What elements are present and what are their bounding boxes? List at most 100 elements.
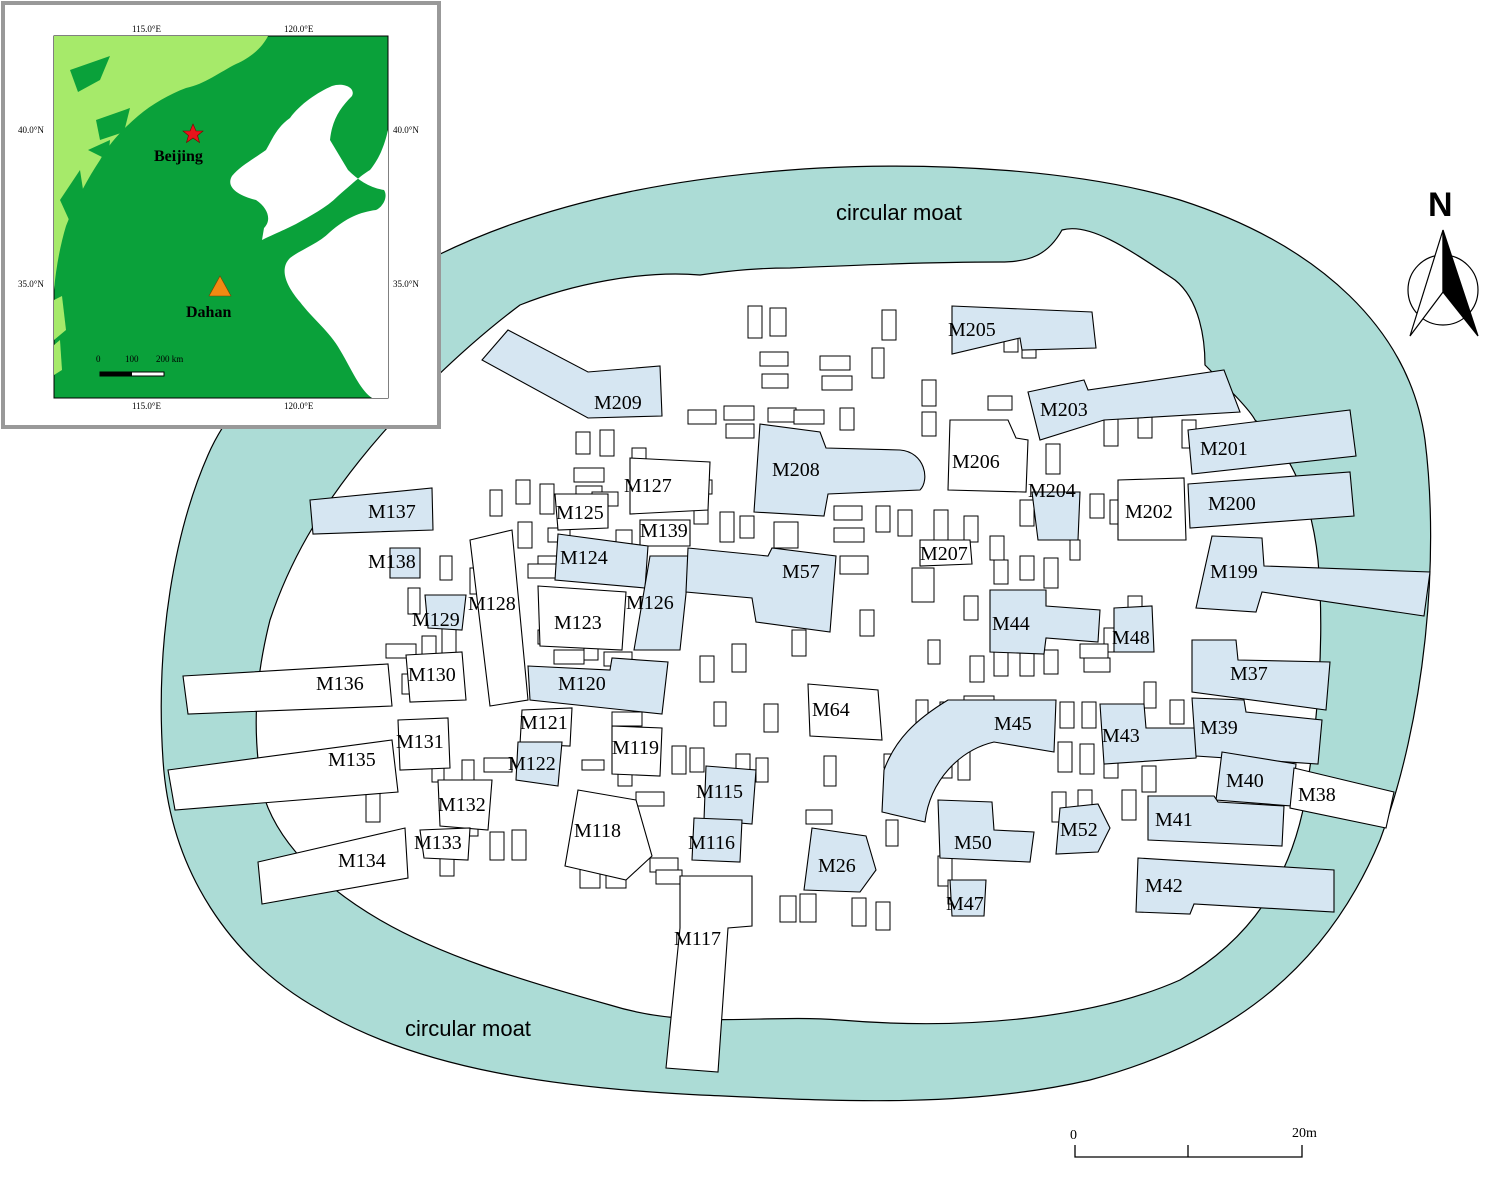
tomb-label-m38: M38 [1298,784,1336,806]
svg-text:0: 0 [1070,1128,1077,1143]
tomb-label-m37: M37 [1230,663,1268,685]
grave-M126 [633,555,691,651]
tomb-label-m124: M124 [560,547,608,569]
small-grave [1019,499,1035,527]
grave-M134 [257,827,409,905]
tomb-label-m138: M138 [368,551,416,573]
grave-M122 [515,741,563,787]
small-grave [599,429,615,457]
tomb-label-m208: M208 [772,459,820,481]
small-grave [871,347,885,379]
tomb-label-m118: M118 [574,820,621,842]
grave-M135 [167,739,399,811]
tomb-label-m129: M129 [412,609,460,631]
tomb-label-m136: M136 [316,673,364,695]
svg-text:120.0°E: 120.0°E [284,24,314,34]
moat-label-north: circular moat [836,200,962,225]
grave-M131 [397,717,451,771]
tomb-label-m115: M115 [696,781,743,803]
small-grave [1043,649,1059,675]
grave-M127 [629,457,711,515]
small-grave [963,515,979,543]
grave-M38 [1289,767,1395,829]
grave-M119 [611,725,663,777]
small-grave [1081,701,1097,729]
grave-M204 [1031,491,1081,541]
grave-M52 [1055,803,1111,855]
tomb-label-m121: M121 [520,712,568,734]
small-grave [969,655,985,683]
tomb-label-m47: M47 [946,893,984,915]
small-grave [763,703,779,733]
small-grave [921,411,937,437]
small-grave [1103,417,1119,447]
small-grave [881,309,897,341]
tomb-label-m127: M127 [624,475,672,497]
small-grave [833,505,863,521]
grave-M44 [989,589,1101,655]
small-grave [1121,789,1137,821]
small-grave [689,747,705,773]
tomb-label-m41: M41 [1155,809,1193,831]
tomb-label-m205: M205 [948,319,996,341]
small-grave [441,627,457,655]
small-grave [539,483,555,515]
svg-text:40.0°N: 40.0°N [393,125,419,135]
grave-M39 [1191,697,1323,765]
tomb-label-m119: M119 [612,737,659,759]
small-grave [993,559,1009,585]
small-grave [527,563,559,579]
small-grave [1059,701,1075,729]
north-arrow-icon: N [1407,186,1479,337]
small-grave [725,423,755,439]
grave-M199 [1195,535,1431,617]
small-grave [1143,681,1157,709]
svg-text:0: 0 [96,354,101,364]
tomb-label-m133: M133 [414,832,462,854]
small-grave [987,395,1013,411]
small-grave [581,759,605,771]
tomb-label-m200: M200 [1208,493,1256,515]
small-grave [1057,741,1073,773]
tomb-label-m135: M135 [328,749,376,771]
small-grave [779,895,797,923]
small-grave [1043,557,1059,589]
grave-M132 [437,779,493,831]
small-grave [761,373,789,389]
small-grave [833,527,865,543]
grave-M115 [703,765,757,825]
tomb-label-m50: M50 [954,832,992,854]
small-grave [1019,651,1035,677]
small-grave [1079,643,1109,659]
tomb-label-m139: M139 [640,520,688,542]
grave-M208 [753,423,926,517]
small-grave [989,535,1005,561]
tomb-label-m207: M207 [920,543,968,565]
small-grave [769,307,787,337]
tomb-label-m134: M134 [338,850,386,872]
small-grave [1069,539,1081,561]
small-grave [799,893,817,923]
tomb-label-m48: M48 [1112,627,1150,649]
small-grave [489,831,505,861]
tomb-label-m125: M125 [556,502,604,524]
small-grave [793,409,825,425]
svg-text:40.0°N: 40.0°N [18,125,44,135]
inset-map: 115.0°E 120.0°E 115.0°E 120.0°E 40.0°N 3… [1,1,441,429]
small-grave [573,467,605,483]
small-grave [723,405,755,421]
small-grave [823,755,837,787]
svg-text:115.0°E: 115.0°E [132,401,162,411]
small-grave [755,757,769,783]
small-grave [1019,555,1035,581]
grave-M47 [949,879,987,917]
tomb-label-m57: M57 [782,561,820,583]
small-grave [805,809,833,825]
grave-M128 [469,529,529,707]
tomb-label-m43: M43 [1102,725,1140,747]
tomb-label-m117: M117 [674,928,721,950]
tomb-label-m120: M120 [558,673,606,695]
grave-M201 [1187,409,1357,475]
grave-M202 [1117,477,1187,541]
tomb-label-m39: M39 [1200,717,1238,739]
